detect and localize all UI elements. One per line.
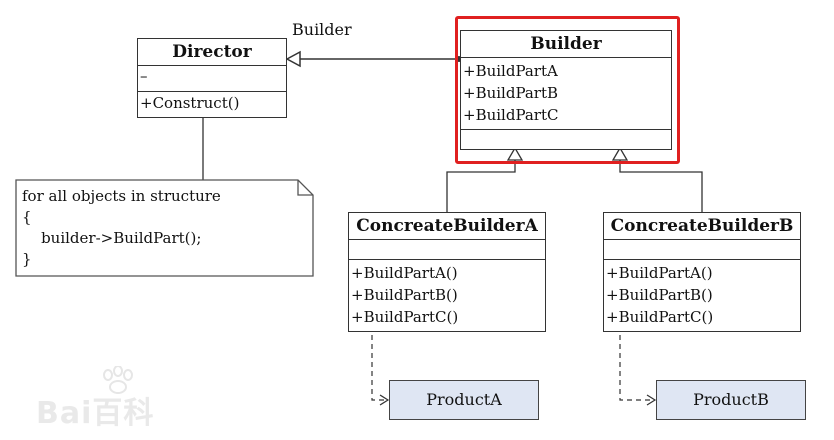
operation: +BuildPartA() bbox=[351, 264, 458, 282]
note-line: } bbox=[22, 250, 32, 268]
class-name: Director bbox=[138, 39, 286, 66]
operation: +BuildPartC bbox=[463, 106, 559, 124]
operation: +BuildPartB() bbox=[606, 286, 713, 304]
paw-icon bbox=[103, 366, 133, 394]
note-line: for all objects in structure bbox=[22, 187, 221, 205]
attribute: – bbox=[140, 67, 148, 85]
dependency-arrow-a bbox=[379, 394, 390, 406]
class-attributes bbox=[604, 240, 800, 260]
note-fold bbox=[297, 180, 313, 196]
class-name: ConcreateBuilderB bbox=[604, 213, 800, 240]
concrete-builder-b-class: ConcreateBuilderB +BuildPartA() +BuildPa… bbox=[603, 212, 801, 332]
class-operations: +BuildPartA() +BuildPartB() +BuildPartC(… bbox=[604, 260, 800, 328]
class-attributes bbox=[349, 240, 545, 260]
operation: +Construct() bbox=[140, 94, 240, 112]
generalization-line-b bbox=[619, 160, 703, 212]
operation: +BuildPartB() bbox=[351, 286, 458, 304]
class-name: ConcreateBuilderA bbox=[349, 213, 545, 240]
association-arrowhead bbox=[285, 50, 301, 68]
note-line: { bbox=[22, 208, 32, 226]
class-operations: +BuildPartA() +BuildPartB() +BuildPartC(… bbox=[349, 260, 545, 328]
generalization-line-a bbox=[446, 160, 516, 212]
class-attributes: – bbox=[138, 66, 286, 92]
association-label: Builder bbox=[292, 20, 352, 39]
dependency-line-b bbox=[619, 335, 652, 401]
note-box bbox=[15, 179, 314, 277]
operation: +BuildPartB bbox=[463, 84, 559, 102]
class-name: Builder bbox=[461, 31, 671, 58]
product-a-box: ProductA bbox=[389, 380, 539, 420]
operation: +BuildPartC() bbox=[606, 308, 714, 326]
generalization-arrowhead-b bbox=[611, 146, 629, 161]
generalization-arrowhead-a bbox=[506, 146, 524, 161]
note-content: for all objects in structure { builder->B… bbox=[22, 186, 221, 270]
dependency-arrow-b bbox=[646, 394, 657, 406]
concrete-builder-a-class: ConcreateBuilderA +BuildPartA() +BuildPa… bbox=[348, 212, 546, 332]
operation: +BuildPartA() bbox=[606, 264, 713, 282]
watermark-logo: Bai百科 bbox=[36, 396, 155, 431]
class-operations: +Construct() bbox=[138, 92, 286, 114]
operation: +BuildPartC() bbox=[351, 308, 459, 326]
operation: +BuildPartA bbox=[463, 62, 558, 80]
product-b-box: ProductB bbox=[656, 380, 806, 420]
note-line: builder->BuildPart(); bbox=[22, 229, 202, 247]
builder-highlight-frame bbox=[455, 16, 680, 164]
builder-class: Builder +BuildPartA +BuildPartB +BuildPa… bbox=[460, 30, 672, 150]
dependency-line-a bbox=[371, 335, 385, 401]
class-operations: +BuildPartA +BuildPartB +BuildPartC bbox=[461, 58, 671, 130]
director-class: Director – +Construct() bbox=[137, 38, 287, 118]
